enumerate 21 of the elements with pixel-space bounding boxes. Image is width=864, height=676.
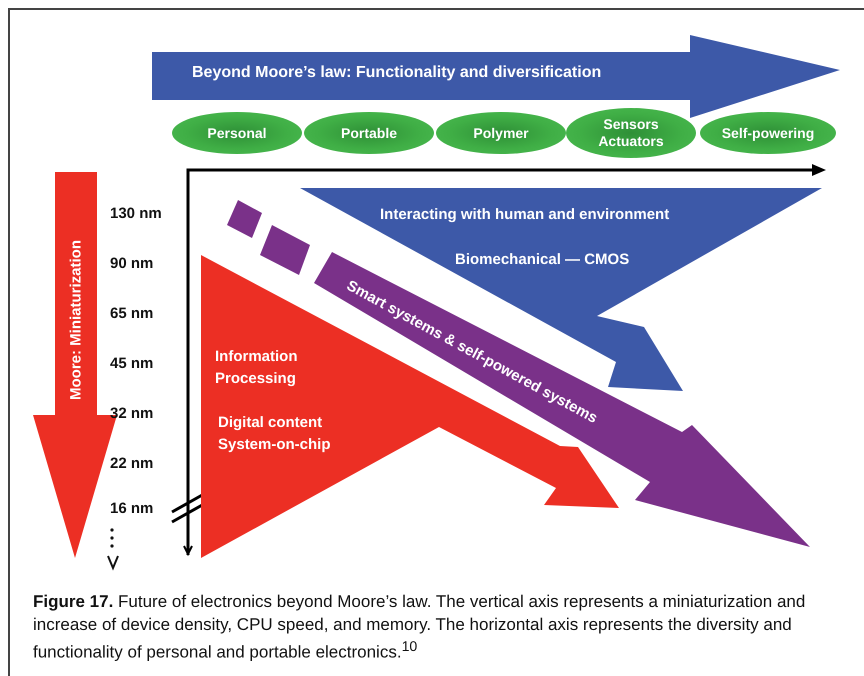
scale-label: 22 nm [110, 455, 154, 472]
scale-label: 32 nm [110, 405, 154, 422]
scale-label: 90 nm [110, 255, 154, 272]
wedge-shape [300, 188, 822, 391]
category-label: Personal [207, 124, 267, 142]
banner-arrow [152, 35, 840, 118]
shape-label: Biomechanical — CMOS [455, 250, 630, 270]
category-label: Self-powering [722, 124, 814, 142]
shape-label: Information Processing [215, 347, 298, 389]
category-label: Sensors Actuators [597, 116, 665, 150]
shape-label: Digital content System-on-chip [218, 413, 332, 455]
shape-label: Beyond Moore’s law: Functionality and diversification [192, 63, 602, 83]
scale-label: 130 nm [110, 205, 162, 222]
shape-label: Interacting with human and environment [380, 205, 670, 225]
scale-label: 45 nm [110, 355, 154, 372]
category-label: Portable [340, 124, 397, 142]
category-label: Polymer [473, 124, 529, 142]
scale-label: 16 nm [110, 500, 154, 517]
shape-label: Moore: Miniaturization [68, 240, 84, 400]
scale-label: 65 nm [110, 305, 154, 322]
figure-caption: Figure 17. Future of electronics beyond Moore’s law. The vertical axis represents a miniaturization and increase of device density, CPU speed, and memory. The horizontal axis represents the diversity and functionality of personal and portable electronics.$^{10}$ [33, 591, 806, 664]
